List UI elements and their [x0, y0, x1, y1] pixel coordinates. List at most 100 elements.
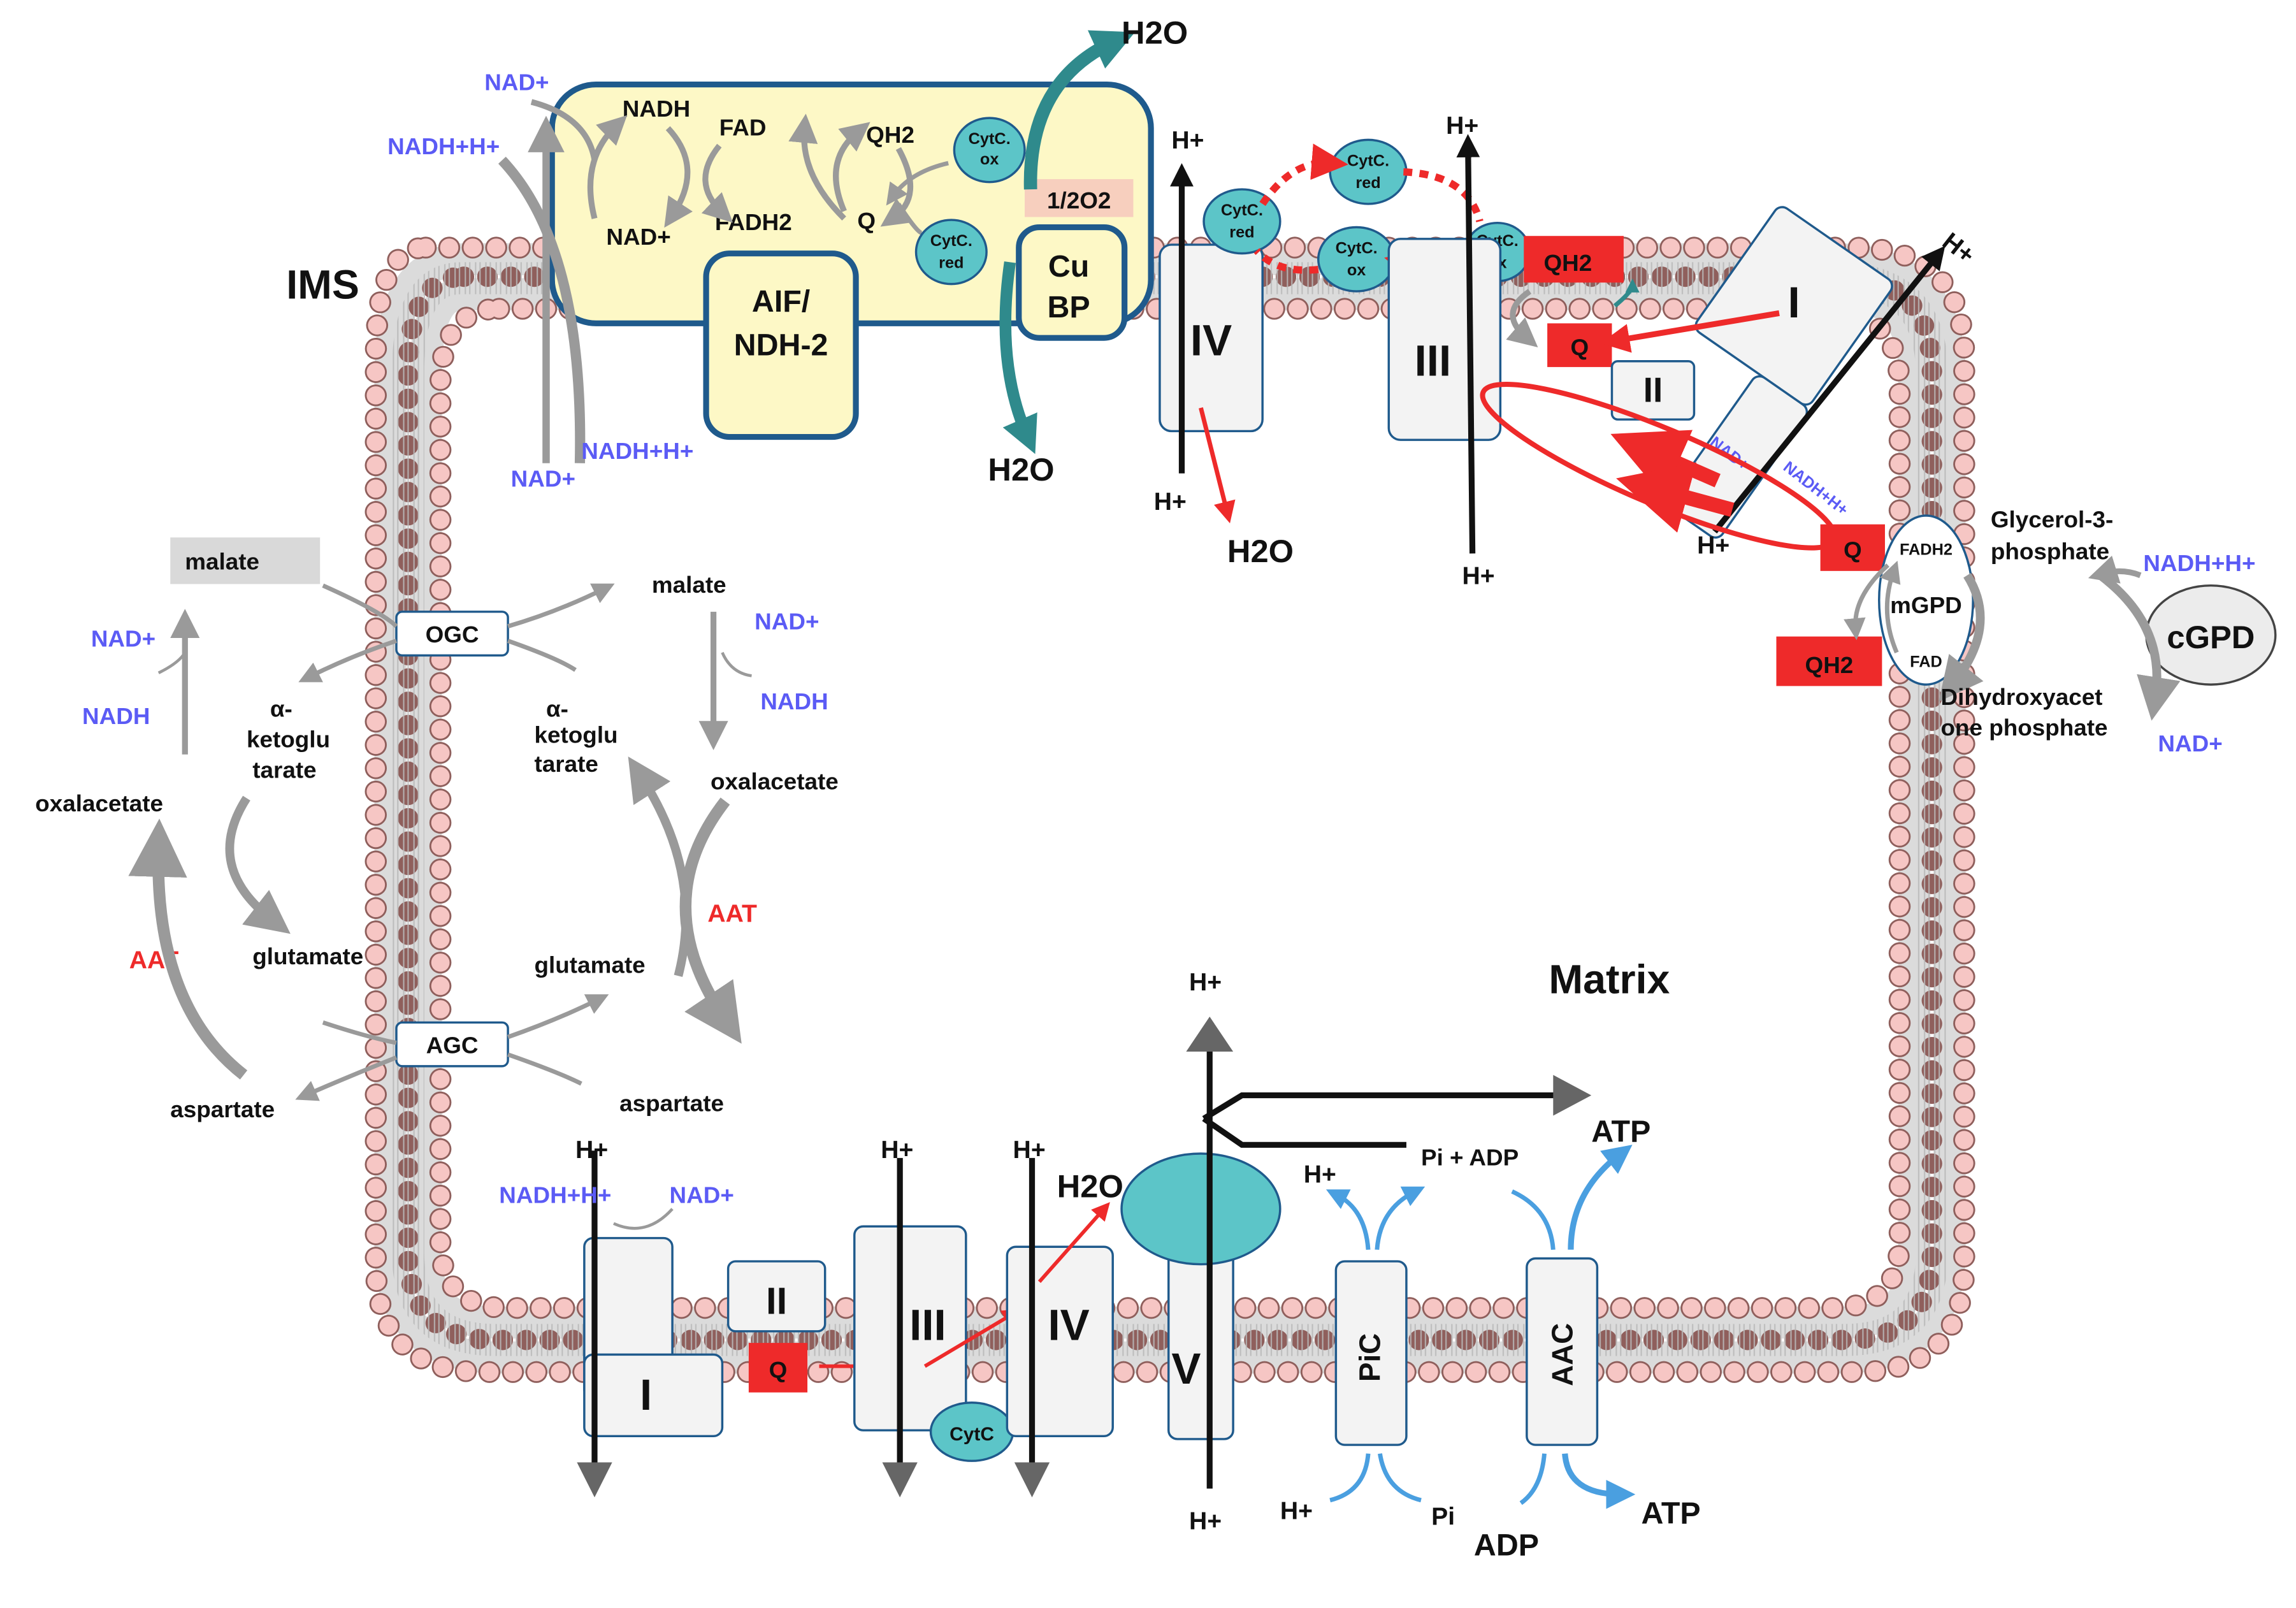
- iii-to-iv-arrow: [923, 1309, 1021, 1368]
- h-plus-iii-bottom: H+: [1462, 563, 1494, 590]
- q-mgpd-box: [1820, 524, 1885, 571]
- agc-in-right-arrow: [507, 1052, 582, 1086]
- g3p-label-2: phosphate: [1991, 539, 2109, 565]
- teal-water-in-arrow: [999, 261, 1037, 454]
- akg-right-3: tarate: [535, 751, 598, 777]
- half-o2-label: 1/2O2: [1047, 187, 1111, 214]
- qh2-top-label: QH2: [1543, 250, 1592, 276]
- complex-iii-proton-head: [882, 1462, 918, 1498]
- cgpd-nadh-label: NADH+H+: [2143, 550, 2255, 576]
- qh2-mgpd-box: [1776, 636, 1882, 686]
- pi-label: Pi: [1431, 1503, 1455, 1531]
- nad-plus-top-left: NAD+: [484, 69, 549, 96]
- akg-right-1: α-: [546, 696, 568, 722]
- nad-small-arrow: [530, 99, 598, 161]
- pic-pi-out-arrow: [1375, 1186, 1426, 1250]
- h2o-bottom-label: H2O: [988, 451, 1054, 488]
- complex-v-head: [1120, 1152, 1282, 1266]
- cubp-label-1: Cu: [1048, 249, 1089, 284]
- aac-adp-arrow: [1519, 1453, 1547, 1505]
- akg-right-2: ketoglu: [535, 722, 618, 748]
- atp-synth-arrow-line: [1202, 1092, 1559, 1122]
- q-qh2-arrow: [1844, 563, 1889, 641]
- cytc-red-top-label-2: red: [1229, 224, 1254, 242]
- nad-nadh-small-arrow-l: [157, 651, 187, 674]
- aac-transporter: [1526, 1257, 1599, 1446]
- fad-mgpd-label: FAD: [1910, 653, 1942, 671]
- pi-adp-input-line: [1202, 1116, 1406, 1148]
- nad-plus-bottom: NAD+: [511, 465, 575, 491]
- q-top-label: Q: [1570, 335, 1589, 361]
- iv-water-bottom-arrow: [1037, 1202, 1110, 1283]
- aif-label-2: NDH-2: [734, 328, 828, 363]
- h-plus-v-bottom: H+: [1189, 1508, 1222, 1535]
- nadh-h-left: NADH+H+: [387, 133, 500, 159]
- nadh-regen-arrow: [587, 115, 628, 219]
- iv-water-arrow: [1199, 407, 1236, 524]
- complex-i-bottom: [583, 1353, 724, 1438]
- malate-matrix: malate: [652, 572, 726, 598]
- complex-ii-bottom-label: II: [766, 1280, 787, 1322]
- cytc-red-top2-label-1: CytC.: [1347, 152, 1389, 170]
- ogc-in-right-arrow: [507, 639, 577, 672]
- nadh-left: NADH: [82, 703, 150, 729]
- q-label: Q: [857, 208, 876, 234]
- cytc-cycle-arrow-1: [1259, 143, 1348, 206]
- h-plus-v-top: H+: [1189, 969, 1222, 996]
- cytc-ox-yellow-label-2: ox: [980, 150, 999, 168]
- adp-label: ADP: [1474, 1528, 1539, 1563]
- agc-out-left-arrow: [295, 1055, 398, 1101]
- h-plus-iv-bottom: H+: [1154, 488, 1187, 516]
- h2o-iv-label: H2O: [1227, 533, 1294, 569]
- nad-plus-bottom: NAD+: [669, 1182, 733, 1208]
- agc-in-arrow: [322, 1020, 397, 1045]
- h-plus-i-bottom-top: H+: [575, 1136, 608, 1164]
- complex-v-label: V: [1171, 1344, 1201, 1393]
- complex-iii-top-label: III: [1415, 337, 1452, 386]
- complex-iii-proton-arrow: [1456, 134, 1480, 554]
- atp-synth-arrow-head: [1553, 1075, 1592, 1116]
- aspartate-right: aspartate: [619, 1090, 724, 1117]
- g3p-to-dhap-arrow: [1939, 573, 1985, 702]
- nadh-h-bottom: NADH+H+: [499, 1182, 611, 1208]
- cytc-red-yellow-label-1: CytC.: [930, 232, 972, 250]
- ogc-out-right-arrow: [507, 583, 615, 628]
- nadh-oxid-small-arrow: [612, 1208, 674, 1230]
- matrix-label: Matrix: [1549, 957, 1670, 1003]
- complex-ii-top: [1610, 360, 1696, 421]
- h-plus-iii-top: H+: [1446, 112, 1478, 140]
- cyt-arrow-b: [886, 161, 949, 206]
- ogc-transporter: [395, 611, 509, 657]
- cytc-ox-top-label-2: ox: [1347, 261, 1366, 279]
- ogc-in-arrow: [322, 583, 398, 628]
- oxalacetate-left: oxalacetate: [35, 790, 163, 816]
- fadh2-mgpd-label: FADH2: [1900, 541, 1953, 559]
- q-mgpd-label: Q: [1844, 537, 1862, 563]
- cytc-cycle-arrow-2: [1403, 168, 1484, 222]
- h-plus-iv-bottom-top: H+: [1013, 1136, 1046, 1164]
- cytc-ox-top-label-1: CytC.: [1336, 240, 1378, 257]
- teal-water-out-arrow: [1023, 30, 1136, 190]
- pic-h-in-arrow: [1329, 1453, 1371, 1503]
- nadh-oxidation-arrow: [664, 126, 693, 228]
- cubp-label-2: BP: [1048, 290, 1090, 324]
- aat-right-small-arrow: [628, 757, 691, 977]
- h-plus-i-top: H+: [1937, 228, 1980, 269]
- glutamate-right: glutamate: [535, 952, 646, 978]
- glycerol-phosphate-shuttle: Q QH2 FADH2 mGPD FAD Glycerol-3- phospha…: [1776, 506, 2277, 757]
- oxalacetate-right: oxalacetate: [711, 769, 839, 795]
- qh2-label: QH2: [866, 122, 914, 148]
- aspartate-left: aspartate: [170, 1096, 275, 1122]
- dhap-label-2: one phosphate: [1941, 714, 2108, 741]
- cytc-red-top-2: [1329, 138, 1408, 205]
- h-plus-iii-bottom-top: H+: [881, 1136, 913, 1164]
- nadh-right: NADH: [760, 688, 828, 714]
- atp-bottom-label: ATP: [1642, 1496, 1701, 1531]
- aat-left-big-arrow: [128, 818, 248, 1080]
- q-bottom-label: Q: [769, 1357, 788, 1383]
- glutamate-left: glutamate: [252, 943, 363, 969]
- aac-adp-in-arrow: [1511, 1189, 1556, 1250]
- h2o-top-label: H2O: [1122, 15, 1188, 51]
- atp-top-label: ATP: [1591, 1115, 1650, 1149]
- nadh-label: NADH: [623, 96, 690, 122]
